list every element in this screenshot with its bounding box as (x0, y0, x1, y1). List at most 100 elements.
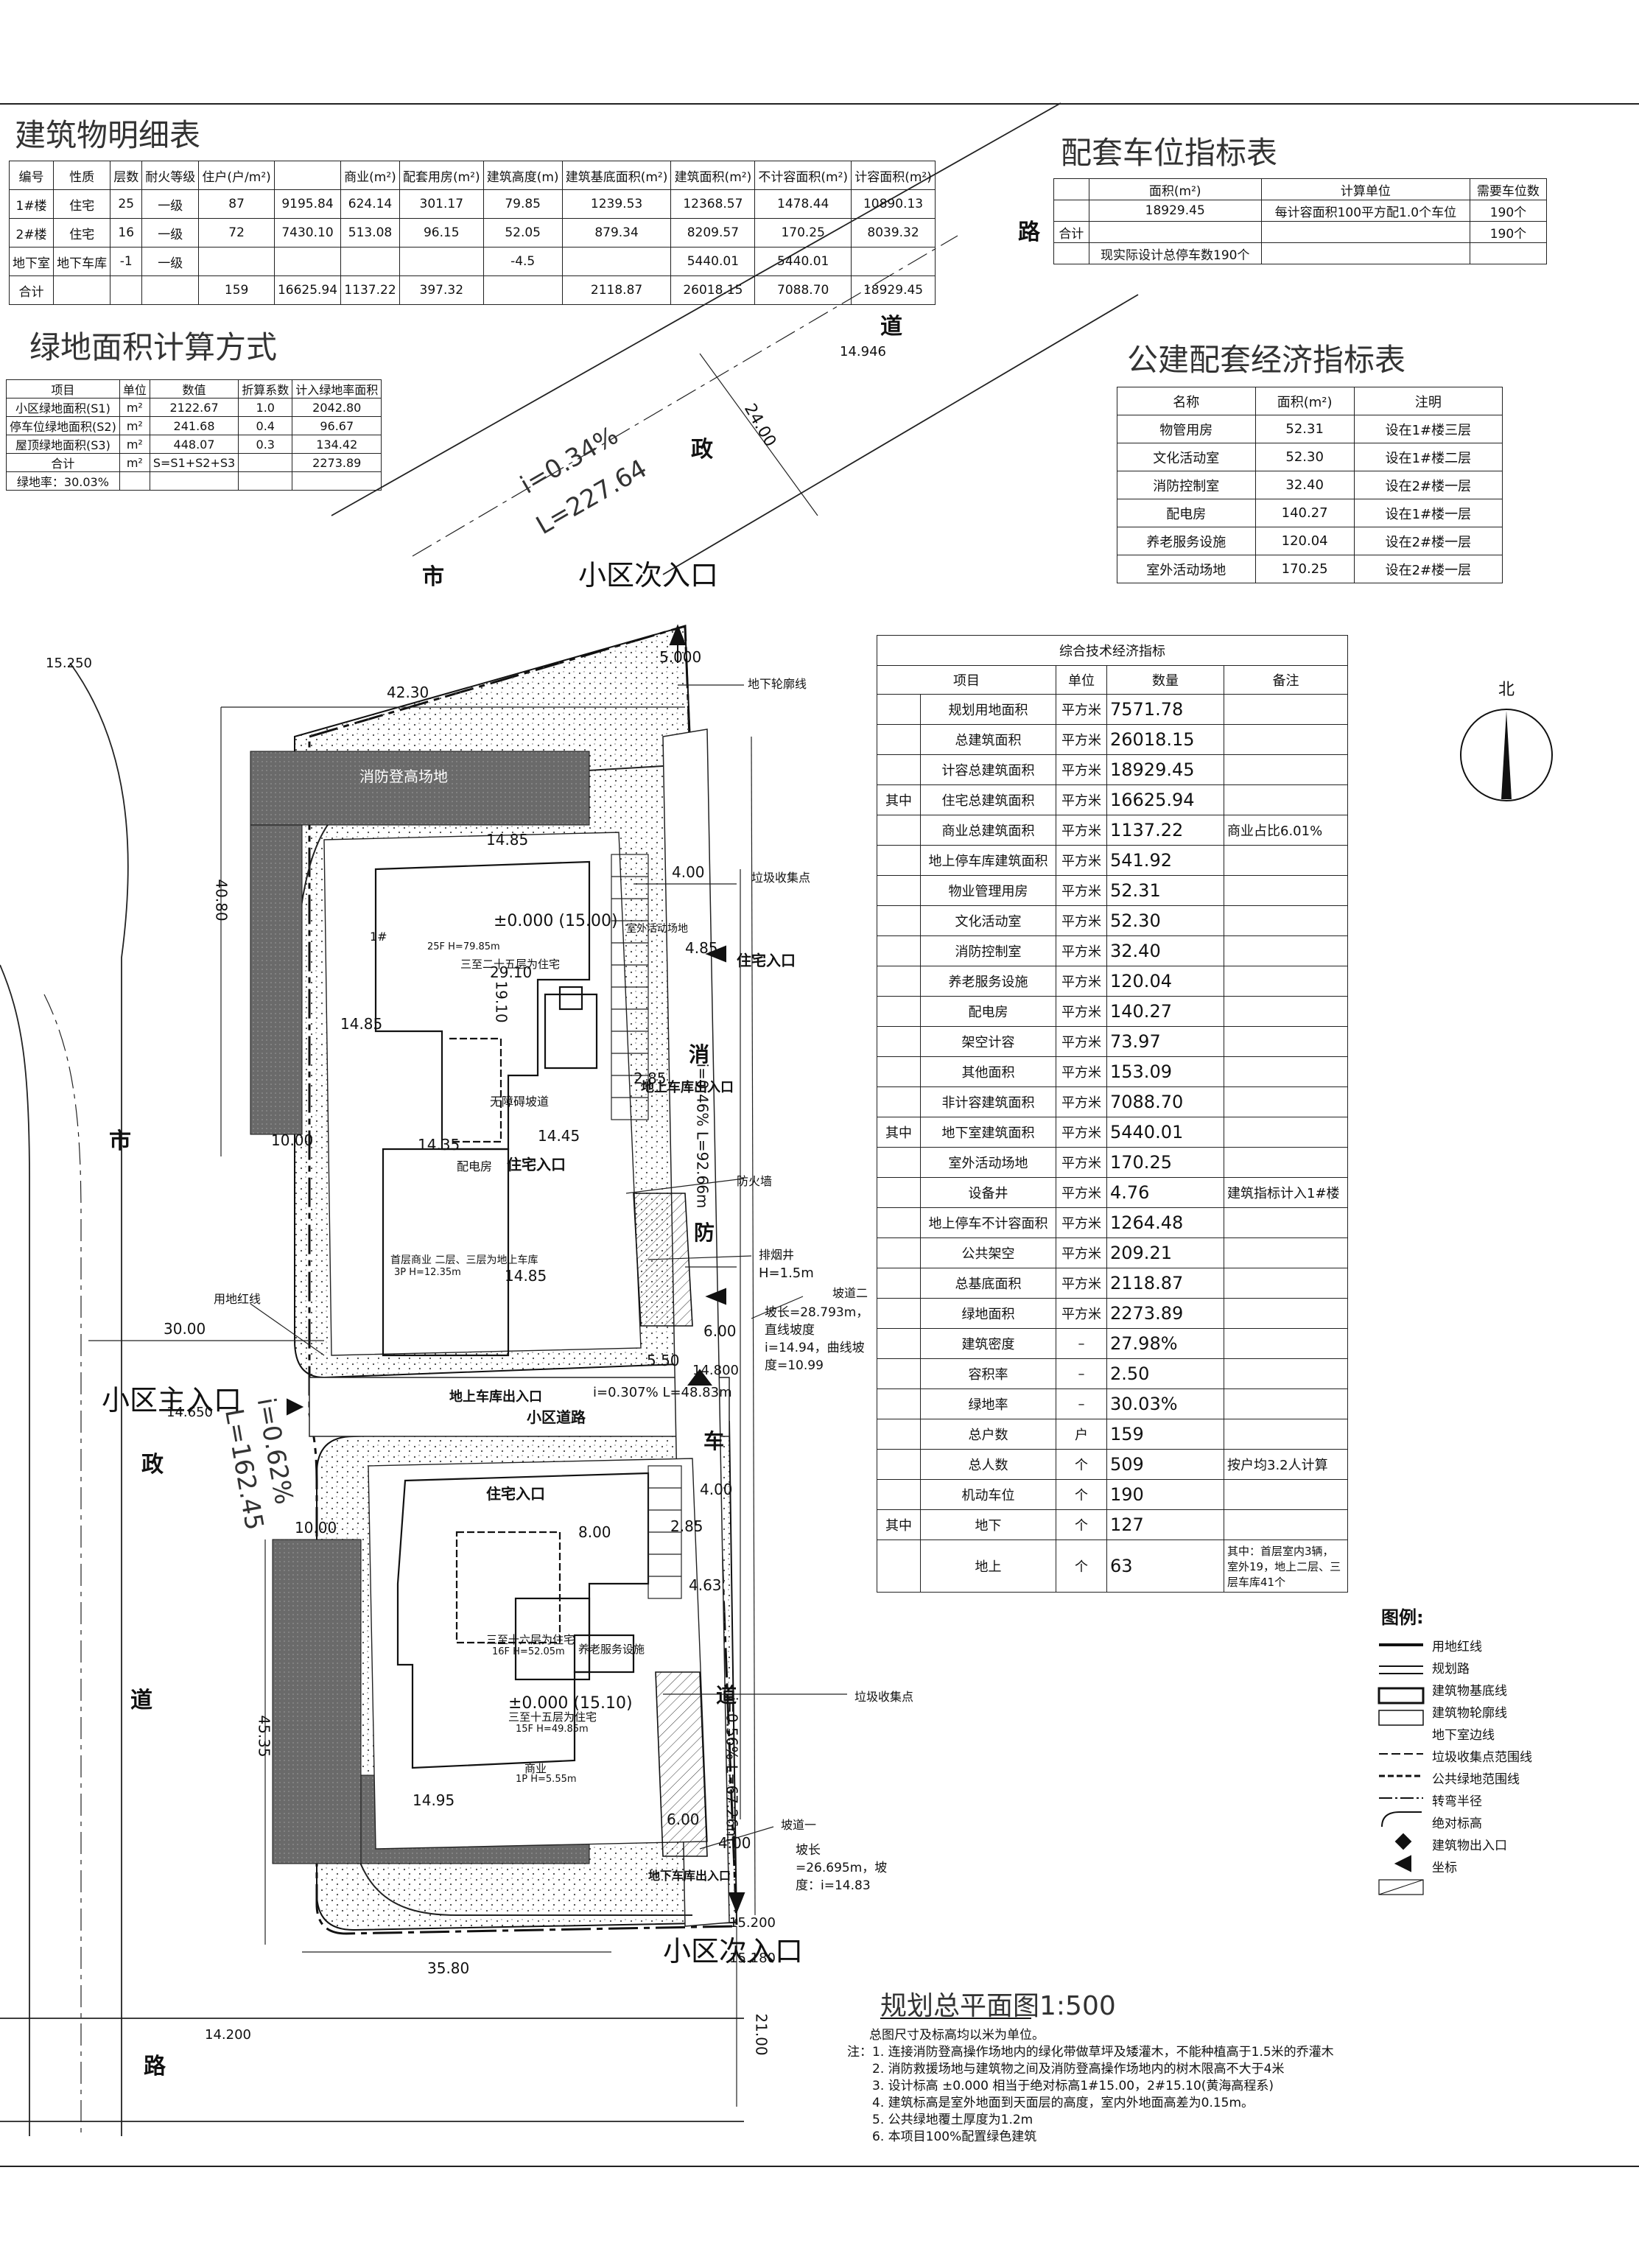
legend-item: 垃圾收集点范围线 (1379, 1744, 1532, 1766)
tech-note-cell: 按户均3.2人计算 (1224, 1449, 1348, 1480)
green-header-cell: 单位 (119, 379, 150, 399)
tech-item-cell: 住宅总建筑面积 (920, 784, 1056, 815)
building-cell: 7088.70 (754, 275, 852, 305)
dimension: 14.85 (505, 1267, 547, 1285)
fire-site-left-area (250, 824, 303, 1135)
green-cell: 合计 (6, 453, 120, 472)
dimension: 14.95 (413, 1791, 455, 1809)
tech-unit-cell: 个 (1056, 1509, 1107, 1540)
tech-item-cell: 商业总建筑面积 (920, 815, 1056, 846)
parking-cell: 190个 (1469, 200, 1548, 222)
building-height: 25F H=79.85m (427, 941, 500, 952)
tech-value-cell: 1264.48 (1106, 1207, 1224, 1238)
building-cell: 9195.84 (273, 189, 342, 219)
tech-item-cell: 地上停车库建筑面积 (920, 845, 1056, 876)
building-cell: -1 (110, 247, 143, 276)
building-cell (851, 247, 936, 276)
tech-item-cell: 地上 (920, 1539, 1056, 1593)
note-line: 注：1. 连接消防登高操作场地内的绿化带做草坪及矮灌木，不能种植高于1.5米的乔… (847, 2045, 1334, 2060)
building-cell: -4.5 (482, 247, 563, 276)
building-cell: 16625.94 (273, 275, 342, 305)
trash-point-label: 垃圾收集点 (751, 871, 811, 885)
building-header-cell: 住户(户/m²) (198, 161, 275, 190)
parking-cell: 18929.45 (1088, 200, 1262, 222)
tech-group-cell (877, 845, 921, 876)
dimension: 14.85 (340, 1015, 383, 1033)
building-cell: 879.34 (561, 218, 672, 247)
building-cell: 地下车库 (53, 247, 111, 276)
public-cell: 设在2#楼一层 (1353, 555, 1503, 583)
tech-item-cell: 地下 (920, 1509, 1056, 1540)
tech-item-cell: 物业管理用房 (920, 875, 1056, 906)
public-header-row: 名称面积(m²)注明 (1117, 387, 1503, 415)
internal-road-band (309, 1377, 730, 1437)
note-line: 总图尺寸及标高均以米为单位。 (869, 2028, 1045, 2043)
legend-label: 坐标 (1432, 1860, 1457, 1875)
top-border (0, 103, 1639, 105)
green-cell: S=S1+S2+S3 (149, 453, 239, 472)
elevation-mark: 14.650 (166, 1405, 213, 1420)
tech-note-cell: 建筑指标计入1#楼 (1224, 1177, 1348, 1208)
tech-note-cell (1224, 966, 1348, 997)
tech-unit-cell: 个 (1056, 1539, 1107, 1593)
parking-stalls-bottom (647, 1465, 682, 1599)
building-header-cell: 建筑基底面积(m²) (561, 161, 672, 190)
tech-group-cell (877, 1298, 921, 1329)
ramp-1 (655, 1671, 708, 1857)
road-label: 路 (144, 2054, 166, 2079)
green-cell: m² (119, 435, 150, 454)
green-cell: 2122.67 (149, 398, 239, 417)
tech-item-cell: 规划用地面积 (920, 694, 1056, 725)
elevation-mark: 15.200 (729, 1915, 776, 1931)
tech-note-cell (1224, 875, 1348, 906)
north-label: 北 (1498, 681, 1515, 699)
land-line-label: 用地红线 (214, 1292, 262, 1306)
parking-cell: 每计容面积100平方配1.0个车位 (1260, 200, 1470, 222)
building-cell: 1239.53 (561, 189, 672, 219)
tech-group-cell (877, 1086, 921, 1117)
tech-item-cell: 绿地面积 (920, 1298, 1056, 1329)
tech-unit-cell: 个 (1056, 1479, 1107, 1510)
road-label: 市 (109, 1128, 131, 1154)
legend-item: 坐标 (1379, 1855, 1457, 1877)
table-row: 绿地率：30.03% (6, 471, 382, 491)
tech-note-cell (1224, 1268, 1348, 1299)
tech-note-cell (1224, 1419, 1348, 1450)
dimension: 30.00 (164, 1320, 206, 1338)
dimension: 5.000 (659, 648, 702, 666)
tech-note-cell (1224, 1147, 1348, 1178)
tech-value-cell: 2.50 (1106, 1358, 1224, 1389)
building-cell: 一级 (141, 247, 200, 276)
tech-unit-cell: 平方米 (1056, 966, 1107, 997)
building-cell: 26018.15 (670, 275, 756, 305)
barrier-free-ramp: 无障碍坡道 (490, 1095, 550, 1109)
public-cell: 配电房 (1117, 499, 1256, 527)
tech-item-cell: 容积率 (920, 1358, 1056, 1389)
tech-note-cell (1224, 1237, 1348, 1268)
building-cell: 624.14 (340, 189, 400, 219)
building-cell: 18929.45 (851, 275, 936, 305)
tech-note-cell (1224, 1509, 1348, 1540)
dimension: 4.63 (689, 1576, 722, 1594)
building-cell (198, 247, 275, 276)
legend-label: 建筑物基底线 (1432, 1683, 1507, 1699)
drain-well-label: 排烟井 (759, 1248, 795, 1262)
green-cell: 2042.80 (292, 398, 382, 417)
green-header-row: 项目单位数值折算系数计入绿地率面积 (6, 379, 382, 399)
parking-cell (1053, 242, 1089, 264)
tech-unit-cell: 平方米 (1056, 1268, 1107, 1299)
tech-note-cell (1224, 905, 1348, 936)
public-cell: 文化活动室 (1117, 443, 1256, 471)
commerce-label: 商业 (524, 1762, 547, 1775)
tech-group-cell (877, 1388, 921, 1419)
notes: 总图尺寸及标高均以米为单位。 注：1. 连接消防登高操作场地内的绿化带做草坪及矮… (847, 2027, 1334, 2146)
